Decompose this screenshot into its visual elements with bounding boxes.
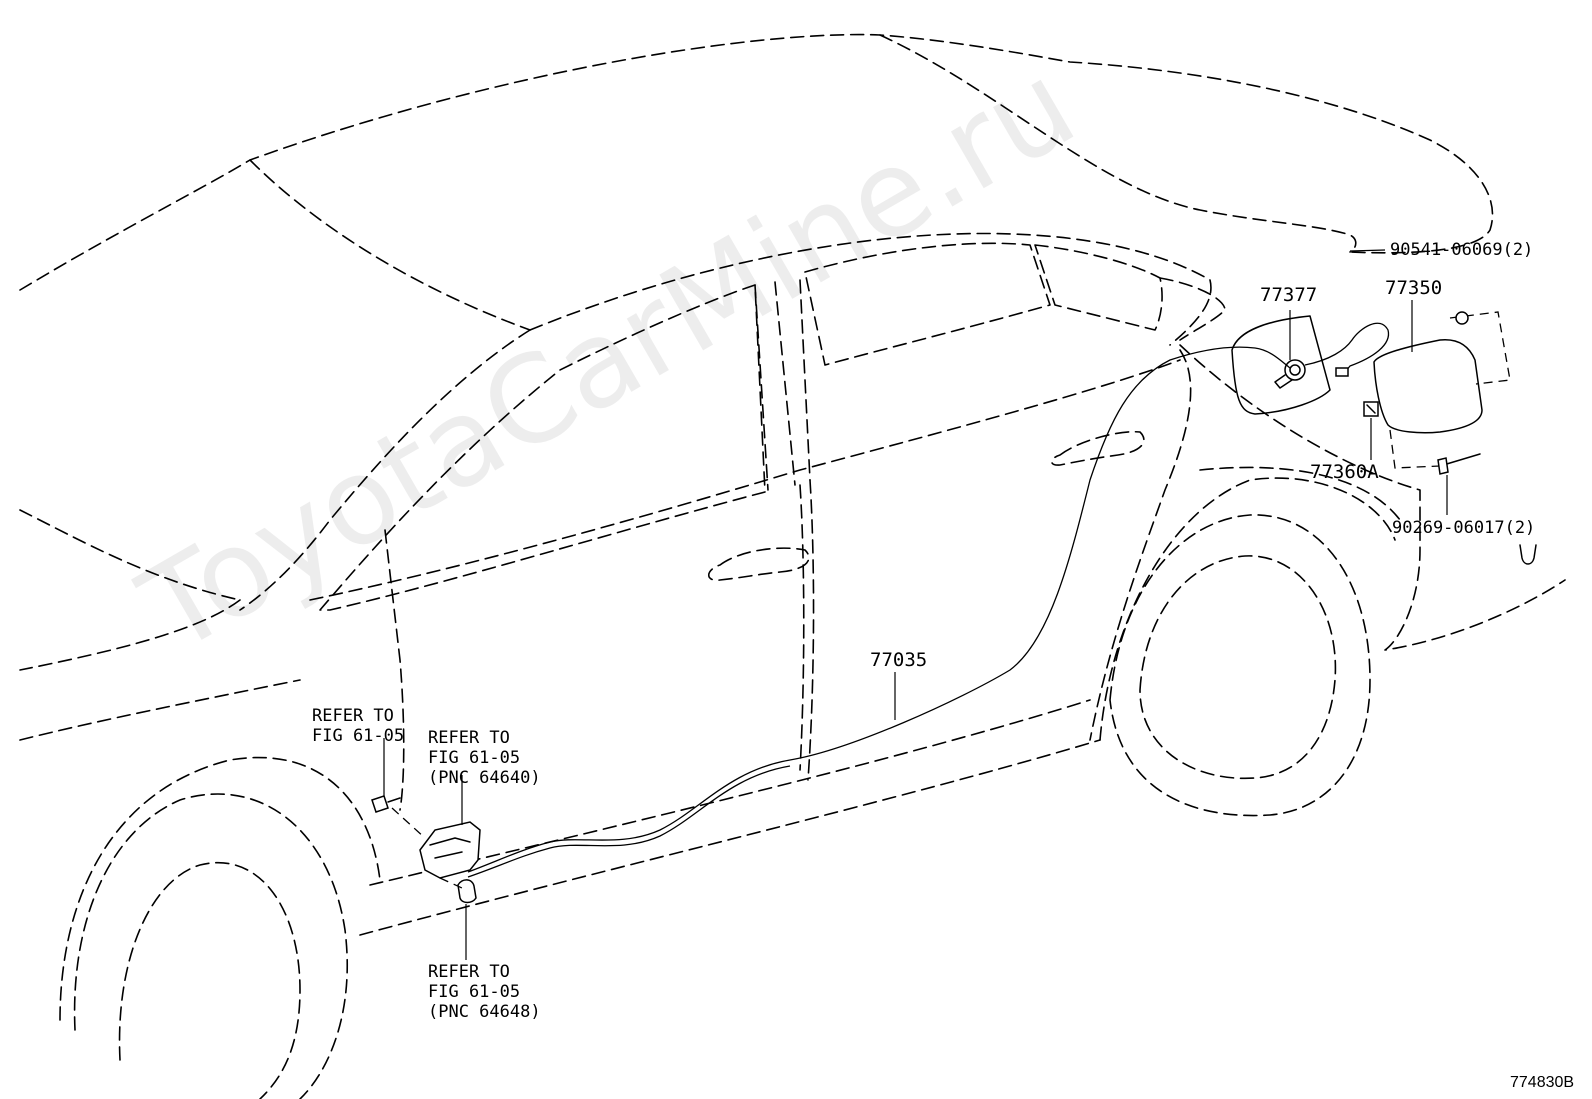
roof-inner-line [879, 34, 1357, 253]
reference-2-line-1: REFER TO [428, 728, 510, 748]
label-77350: 77350 [1385, 277, 1443, 299]
opener-lock-77377 [1284, 359, 1306, 381]
label-77377: 77377 [1260, 284, 1318, 306]
label-90269: 90269-06017(2) [1392, 518, 1536, 538]
a-pillar [239, 329, 531, 611]
fender-top [19, 599, 241, 671]
rear-tire-outer [1109, 514, 1371, 817]
reference-2-line-3: (PNC 64640) [428, 768, 541, 788]
roof-rail [529, 232, 1212, 346]
screw-90269-head [1437, 457, 1449, 475]
door-gap [807, 479, 815, 781]
front-door-handle [707, 547, 810, 581]
assy-line-bolt [391, 807, 426, 839]
bolt-ref1-shaft [387, 797, 401, 803]
front-door-front-edge [384, 529, 405, 811]
release-lever-detail [429, 837, 471, 859]
reference-2-line-2: FIG 61-05 [428, 748, 521, 768]
front-window [319, 284, 766, 611]
rear-window [804, 242, 1051, 366]
b-pillar-rear [799, 279, 811, 481]
assy-line-lid [1449, 311, 1511, 385]
b-pillar-front [754, 284, 769, 491]
label-77035: 77035 [870, 649, 928, 671]
bolt-ref1 [371, 795, 389, 813]
reference-1-line-1: REFER TO [312, 706, 394, 726]
rear-mark [1519, 544, 1537, 565]
opener-lock-body [1274, 374, 1293, 389]
windshield-line [249, 159, 531, 331]
cap-90541 [1455, 311, 1469, 325]
front-tire-outer [73, 793, 349, 1099]
rear-bumper [1179, 344, 1566, 651]
hood-line [19, 509, 241, 601]
label-77360A: 77360A [1310, 461, 1379, 483]
rear-tire-inner [1139, 555, 1337, 780]
c-pillar [1159, 277, 1226, 341]
rear-fender-line [1199, 466, 1401, 521]
rear-wheel-arch [1099, 477, 1396, 741]
cable-connector [1335, 367, 1349, 377]
front-tire-inner [118, 862, 301, 1099]
label-90541: 90541-06069(2) [1390, 240, 1534, 260]
reference-3-line-1: REFER TO [428, 962, 510, 982]
beltline [309, 359, 1181, 601]
leader-90541 [1349, 249, 1386, 252]
rear-door-handle [1050, 430, 1145, 466]
reference-3-line-3: (PNC 64648) [428, 1002, 541, 1022]
reference-1-line-2: FIG 61-05 [312, 726, 405, 746]
release-cable-77035-inner [467, 765, 791, 878]
assy-line-lid-lower [1389, 429, 1441, 469]
release-lever [419, 821, 481, 879]
assy-line-clip [439, 877, 463, 889]
reference-3-line-2: FIG 61-05 [428, 982, 521, 1002]
fuel-filler-opening [1231, 315, 1331, 415]
clip-77360A-hatch [1366, 404, 1376, 414]
b-pillar-mid [774, 281, 796, 486]
lock-cable [1304, 322, 1390, 373]
figure-id: 774830B [1510, 1074, 1575, 1091]
release-cable-77035 [467, 346, 1291, 873]
fuel-lid-77350 [1373, 339, 1483, 434]
rear-door-rear-edge [1089, 349, 1192, 741]
front-body-line [19, 679, 301, 741]
clip-ref3 [457, 879, 477, 904]
door-gap-2 [799, 484, 805, 771]
opener-lock-center [1289, 364, 1301, 376]
